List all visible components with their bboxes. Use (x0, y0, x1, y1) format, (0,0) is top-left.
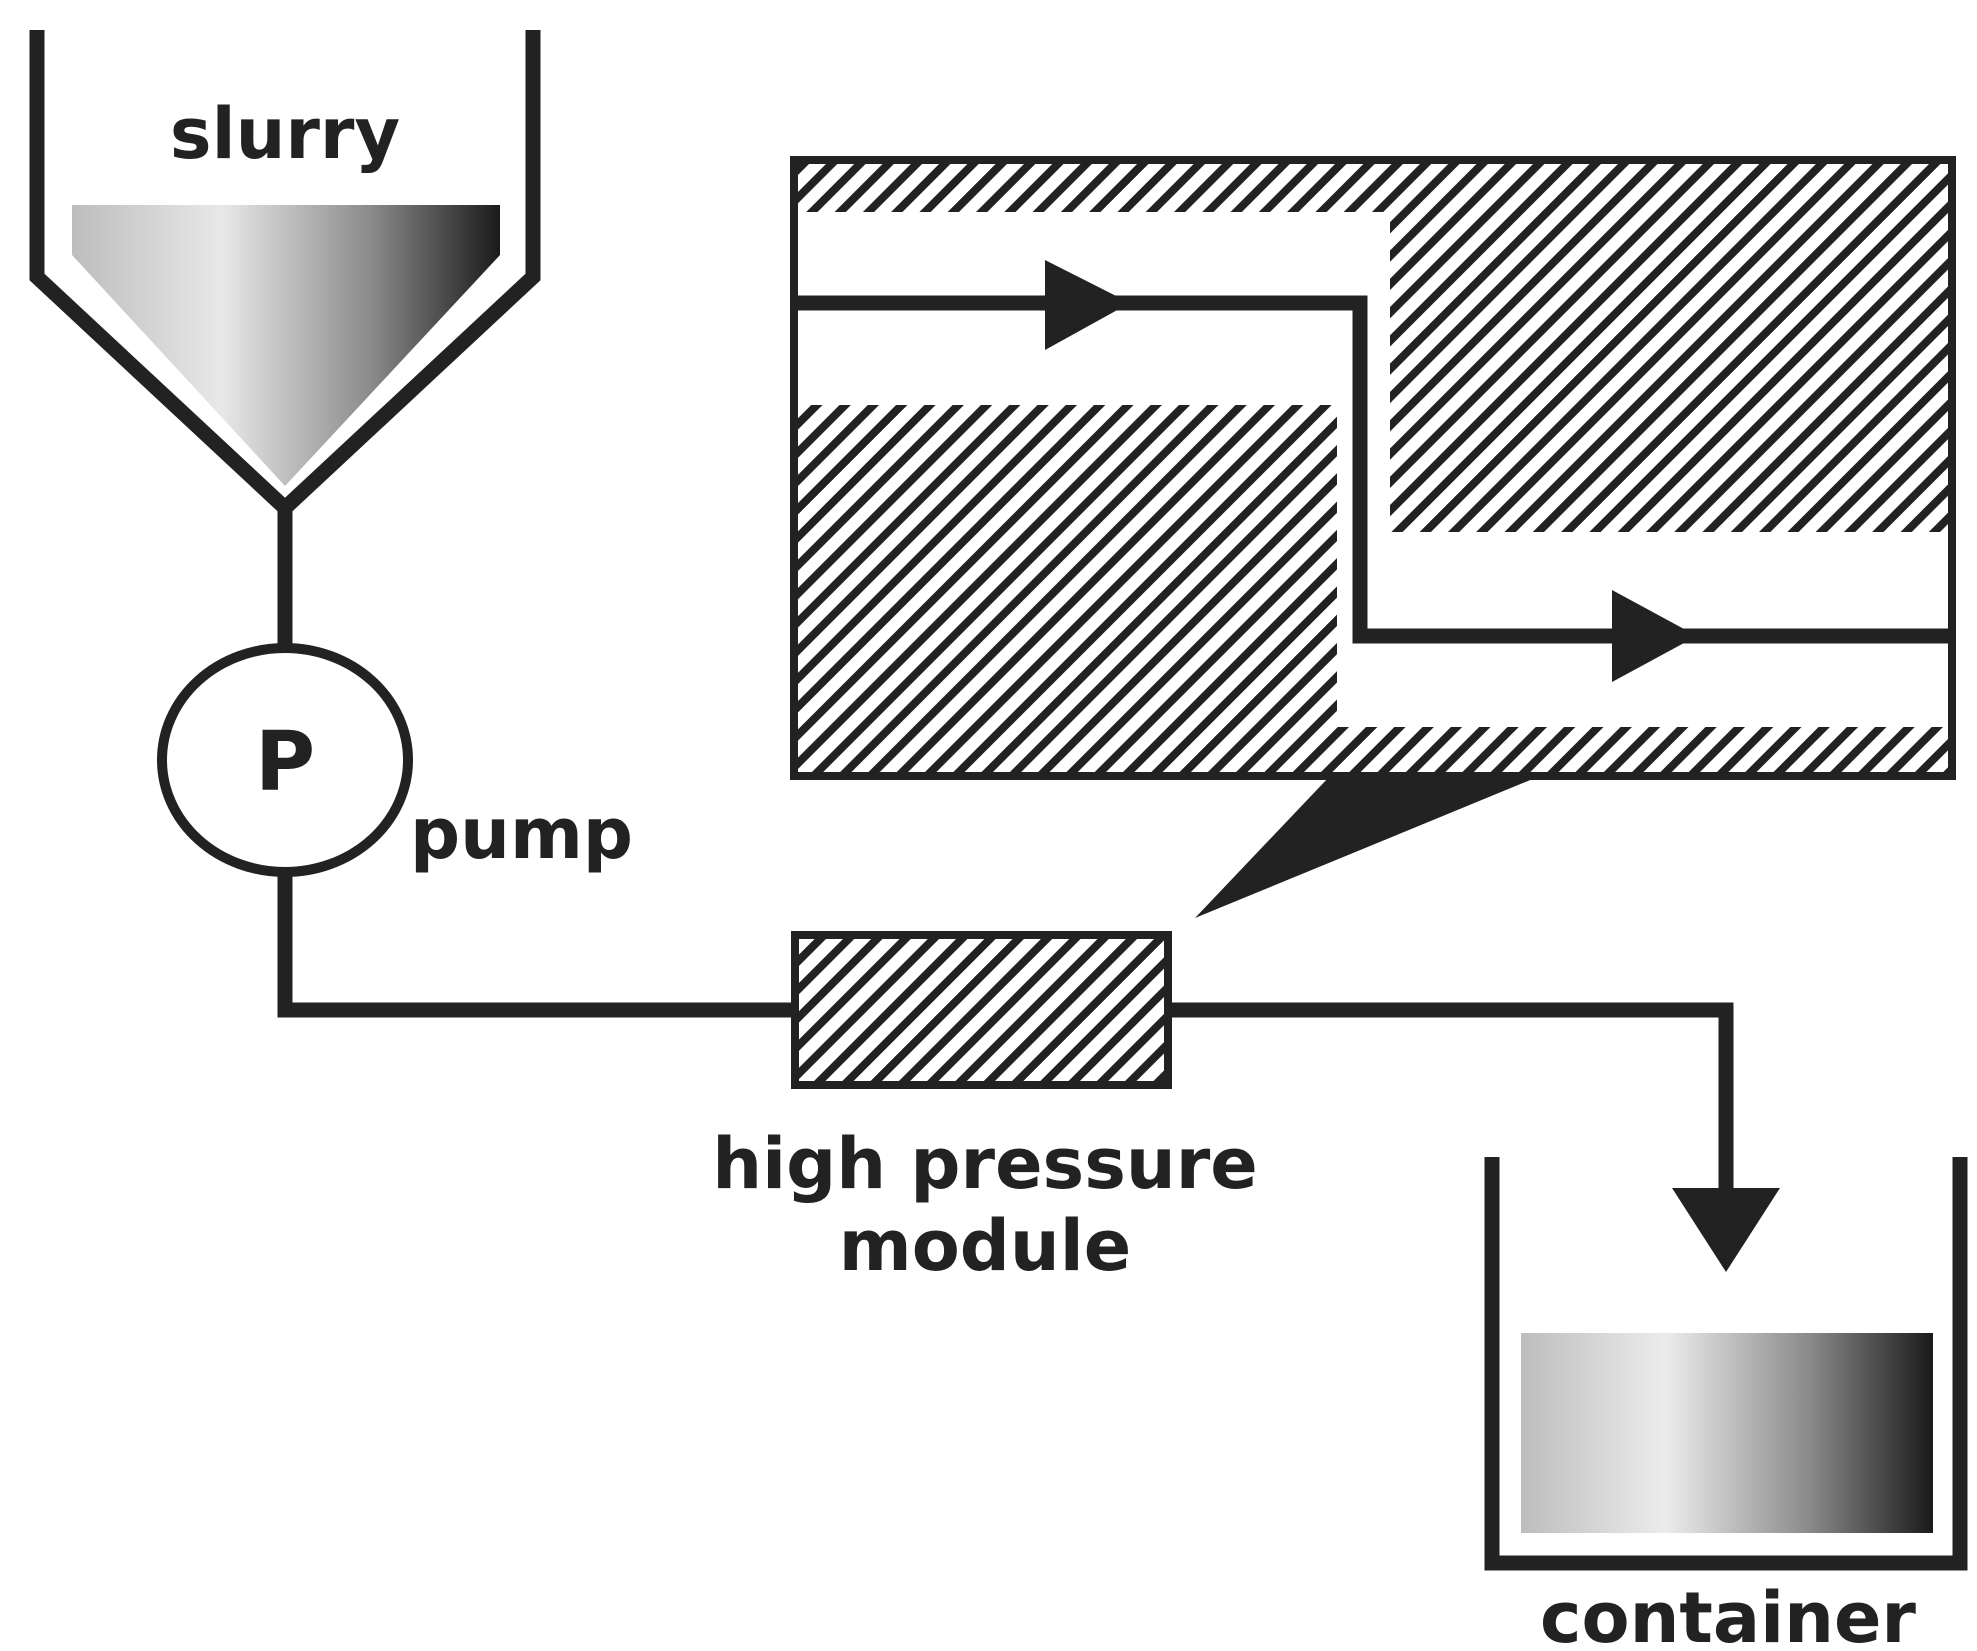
pipe-pump-to-module (277, 872, 795, 1018)
module-label-line2: module (839, 1205, 1131, 1287)
flow-arrow-upper (1045, 260, 1130, 350)
high-pressure-module: high pressure module (712, 931, 1258, 1287)
container-label: container (1540, 1577, 1916, 1651)
slurry-fill (72, 205, 500, 486)
inset-border (790, 156, 1956, 780)
slurry-label: slurry (170, 93, 400, 175)
pump-label: pump (410, 793, 633, 875)
pump: P pump (157, 643, 633, 877)
detail-inset (790, 156, 1956, 780)
container-fill (1521, 1333, 1933, 1533)
flow-arrow-down (1672, 1188, 1780, 1272)
container: container (1484, 1157, 1968, 1651)
pump-symbol: P (255, 715, 315, 810)
pipe-module-to-container (1168, 1002, 1734, 1200)
flow-channel (794, 212, 1952, 727)
module-box (791, 931, 1172, 1089)
flow-arrow-lower (1612, 590, 1697, 682)
callout-pointer (1195, 776, 1540, 918)
slurry-hopper: slurry (29, 30, 541, 519)
module-label-line1: high pressure (712, 1123, 1257, 1205)
container-outline (1484, 1157, 1968, 1571)
